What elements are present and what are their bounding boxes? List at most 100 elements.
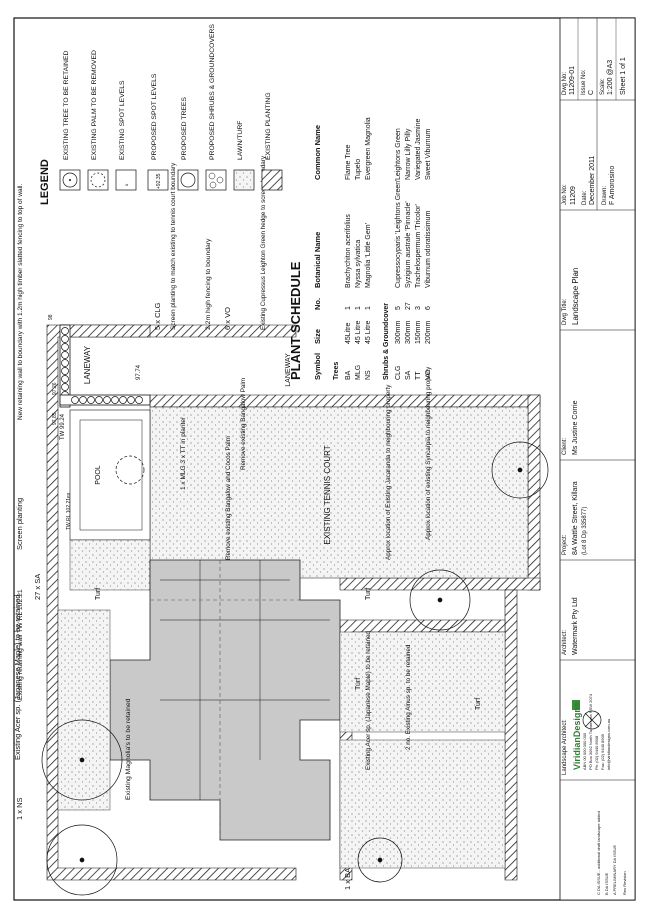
pool [69, 409, 151, 541]
label-laneway-top: LANEWAY [285, 353, 292, 387]
tb-dwg-no-label: Dwg No: [562, 72, 568, 95]
row-common: Evergreen Magnolia [365, 117, 372, 180]
label-pool: POOL [95, 465, 102, 485]
label-spot-2: 97.26 [52, 382, 58, 395]
schedule-row: NS 45 Litre 1 Magnolia 'Little Gem' Ever… [365, 117, 372, 380]
tb-la-label: Landscape Architect: [562, 719, 568, 775]
row-botanical: Syzigium australe 'Pinnacle' [405, 201, 412, 288]
title-block: Dwg No: 11209-01 Issue No: C Scale: 1:20… [559, 17, 636, 901]
legend-label: PROPOSED SHRUBS & GROUNDCOVERS [209, 24, 216, 160]
schedule-row: CLG 300mm 5 Cupressocyparis 'Leightons G… [395, 128, 402, 380]
annot-syncarpia: Approx location of existing Syncarpia to… [425, 366, 432, 540]
tb-firm-email: info@viridiandesigns.com.au [606, 719, 611, 770]
annot-magnolias: Existing Magnolia's to be retained [125, 698, 132, 800]
row-no: 27 [405, 302, 412, 310]
label-turf-1: Turf [95, 588, 102, 600]
legend-item-palm-removed: EXISTING PALM TO BE REMOVED [87, 50, 109, 191]
schedule-header-size: Size [313, 329, 322, 344]
label-turf-4: Turf [475, 698, 482, 710]
house-footprint [109, 559, 341, 841]
row-no: 5 [395, 306, 402, 310]
annot-jacaranda: Approx location of Existing Jacaranda to… [385, 384, 392, 560]
row-common: Flame Tree [345, 144, 352, 180]
annot-sa: 27 x SA [33, 574, 42, 600]
annot-retaining-wall: Existing retaining wall TW RL 102.21 [17, 589, 24, 700]
row-size: 45Litre [345, 322, 352, 344]
existing-trees [41, 441, 549, 896]
annot-new-wall: New retaining wall to boundary with 1.2m… [17, 184, 24, 420]
row-no: 1 [365, 306, 372, 310]
row-botanical: Cupressocyparis 'Leightons Green' [395, 179, 402, 288]
site-plan: EXISTING TENNIS COURT POOL LANEWAY LANEW… [13, 155, 549, 896]
row-symbol: VO [425, 369, 432, 380]
compass-icon [582, 710, 602, 730]
label-tw-rl: TW RL 102.21ex [66, 492, 72, 530]
row-botanical: Trachelospermum 'Tricolor' [415, 204, 422, 288]
row-symbol: BA [345, 370, 352, 380]
legend-title: LEGEND [39, 159, 51, 205]
legend: LEGEND EXISTING TREE TO BE RETAINED EXIS… [39, 24, 283, 205]
tennis-hedge-east [527, 394, 541, 591]
tb-rev-c: C DA ISSUE - additional draft landscape … [596, 811, 601, 895]
tennis-court [149, 406, 529, 579]
row-no: 1 [355, 306, 362, 310]
legend-sample: +92.35 [156, 173, 162, 189]
tb-scale: 1:200 @A3 [607, 60, 614, 95]
legend-item-turf: LAWN/TURF [233, 121, 255, 191]
legend-label: LAWN/TURF [237, 121, 244, 160]
tb-scale-label: Scale: [600, 78, 606, 95]
legend-item-existing-planting: EXISTING PLANTING [261, 92, 283, 191]
tb-issue-label: Issue No: [581, 69, 587, 95]
tb-firm: ViridianDesigns [572, 702, 582, 770]
tb-rev-b: B DA ISSUE [604, 872, 609, 895]
annot-alnus: 2 no. Existing Alnus sp. to be retained [405, 644, 412, 750]
schedule-header-botanical: Botanical Name [313, 232, 322, 288]
label-spot-3: 97.85 [52, 412, 58, 425]
annot-screen-planting: Screen planting [15, 498, 24, 550]
annot-vo: 6 x VO [223, 307, 232, 330]
tb-dwg-title-label: Dwg Title: [562, 298, 568, 325]
tb-date: December 2011 [589, 156, 596, 205]
tb-firm-address: PO Box 3092 North Turramurra NSW 2074 [588, 693, 593, 770]
row-botanical: Brachychiton acerifolius [345, 214, 352, 288]
row-botanical: Magnolia 'Little Gem' [365, 223, 372, 288]
new-retaining-wall [59, 324, 151, 408]
row-size: 200mm [425, 320, 432, 344]
legend-item-shrubs: PROPOSED SHRUBS & GROUNDCOVERS [205, 24, 227, 191]
tb-project-label: Project: [562, 534, 568, 555]
label-tennis-court: EXISTING TENNIS COURT [323, 445, 332, 544]
schedule-row: VO 200mm 6 Viburnum odoratissimum Sweet … [425, 129, 432, 380]
firm-logo-mark [572, 700, 580, 710]
tb-firm-sub: ABN 00 000 000 000 [582, 732, 587, 770]
row-common: Narrow Lilly Pilly [405, 128, 412, 180]
schedule-row: TT 150mm 3 Trachelospermum 'Tricolor' Va… [415, 119, 422, 380]
row-common: Sweet Viburnum [425, 129, 432, 180]
tb-drawn-label: Drawn: [602, 186, 608, 205]
tb-client: Ms Justine Corrie [572, 400, 579, 455]
label-turf-3: Turf [355, 678, 362, 690]
annot-clg: 5 x CLG [153, 302, 162, 330]
tb-project-lot: (Lot 8 Dp 335877) [582, 507, 588, 555]
tb-issue: C [588, 90, 595, 95]
legend-label: EXISTING PLANTING [265, 92, 272, 160]
tb-job: 11209 [570, 186, 577, 205]
annot-ns: 1 x NS [15, 797, 24, 820]
legend-item-spot-existing: x EXISTING SPOT LEVELS [115, 80, 137, 191]
schedule-row: SA 300mm 27 Syzigium australe 'Pinnacle'… [405, 128, 412, 380]
annot-screen-match: Screen planting to match existing to ten… [170, 162, 177, 330]
row-common: Variegated Jasmine [415, 119, 422, 180]
tb-architect: Watermark Pty Ltd [572, 597, 579, 655]
legend-label: EXISTING TREE TO BE RETAINED [63, 51, 70, 160]
legend-item-tree-proposed: PROPOSED TREES [177, 97, 199, 191]
tb-dwg-title: Landscape Plan [571, 268, 580, 325]
row-size: 300mm [405, 320, 412, 344]
annot-acer-1: Existing Acer sp. (Japanese Maple) to be… [13, 594, 22, 760]
label-spot-1: 97.74 [136, 364, 142, 380]
tb-sheet: Sheet 1 of 1 [620, 57, 627, 95]
tb-drawn: F Amorosino [609, 166, 616, 205]
east-hedge [504, 589, 518, 881]
schedule-group-trees: Trees [333, 362, 340, 380]
tb-job-label: Job No: [562, 184, 568, 205]
